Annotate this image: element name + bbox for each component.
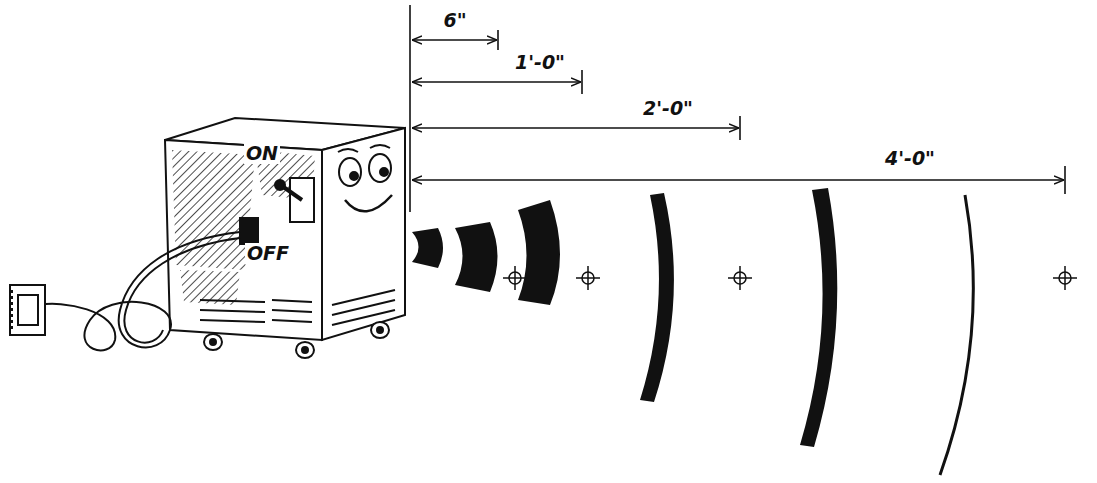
dimension-label: 4'-0" xyxy=(885,148,935,169)
dimension-label: 1'-0" xyxy=(515,52,565,73)
waves xyxy=(412,188,973,475)
dimension-label: 2'-0" xyxy=(643,98,693,119)
dimension-label: 6" xyxy=(443,10,466,31)
device xyxy=(165,118,405,358)
switch-label: ON xyxy=(244,143,280,164)
power-cord xyxy=(10,232,240,350)
dimension-lines xyxy=(410,5,1065,212)
switch-label: OFF xyxy=(245,243,291,264)
target-marks xyxy=(503,266,1077,290)
